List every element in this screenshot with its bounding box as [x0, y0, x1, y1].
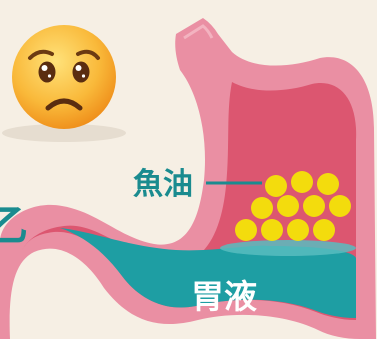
fish-oil-label: 魚油 [133, 167, 193, 202]
edge-text-fragment: 乙 [0, 201, 28, 250]
worried-face-icon [12, 25, 116, 129]
oil-droplet [251, 197, 273, 219]
oil-droplet [235, 219, 257, 241]
oil-droplet [303, 195, 325, 217]
oil-droplet [261, 219, 283, 241]
oil-droplet [291, 171, 313, 193]
oil-droplet [265, 175, 287, 197]
oil-droplet [277, 195, 299, 217]
fluid-surface [220, 240, 356, 256]
oil-droplet [313, 219, 335, 241]
oil-droplet [317, 173, 339, 195]
oil-droplet [287, 219, 309, 241]
oil-droplet [329, 195, 351, 217]
gastric-juice-label: 胃液 [191, 277, 257, 316]
